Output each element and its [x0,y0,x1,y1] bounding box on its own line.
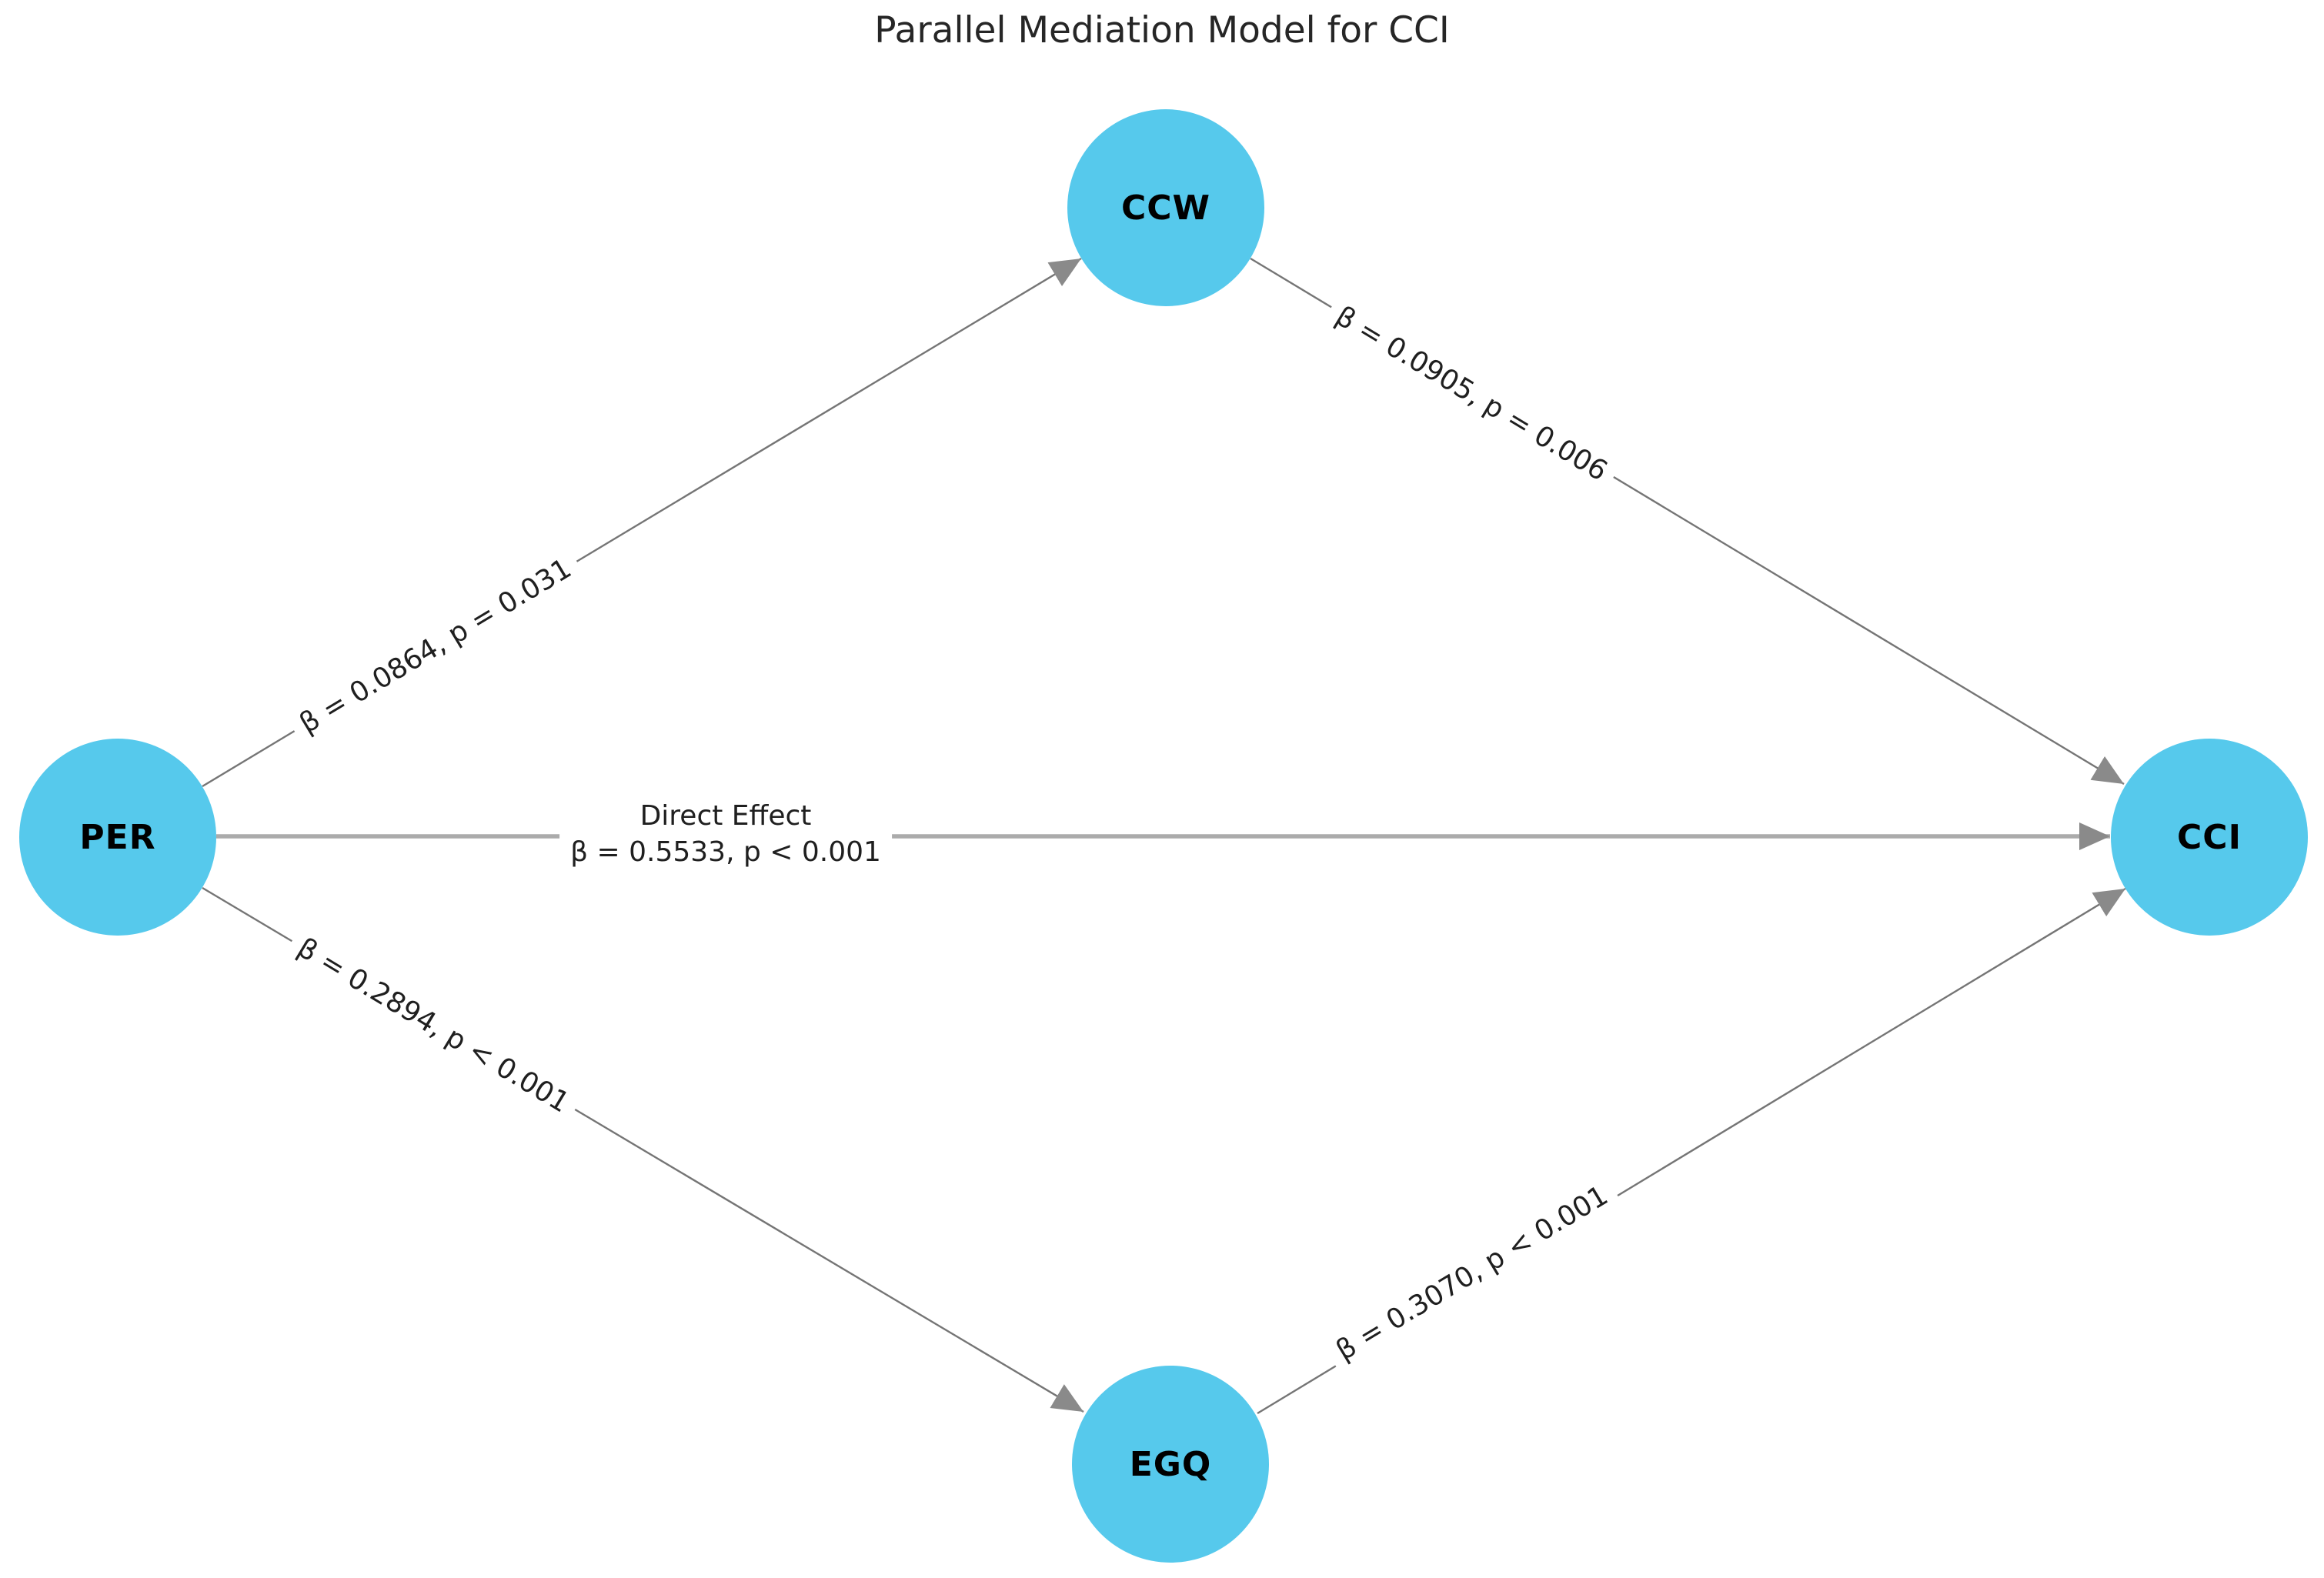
node-egq-label: EGQ [1129,1444,1212,1484]
direct-effect-value: β = 0.5533, p < 0.001 [570,836,881,868]
node-egq: EGQ [1072,1366,1269,1563]
node-ccw-label: CCW [1120,188,1211,228]
node-ccw: CCW [1067,109,1264,306]
node-per: PER [19,739,216,936]
page-title: Parallel Mediation Model for CCI [874,9,1450,52]
node-cci-label: CCI [2177,817,2242,857]
edge-label-direct-effect: Direct Effect β = 0.5533, p < 0.001 [559,797,892,872]
direct-effect-title: Direct Effect [639,800,812,832]
node-per-label: PER [79,817,156,857]
node-cci: CCI [2111,739,2308,936]
